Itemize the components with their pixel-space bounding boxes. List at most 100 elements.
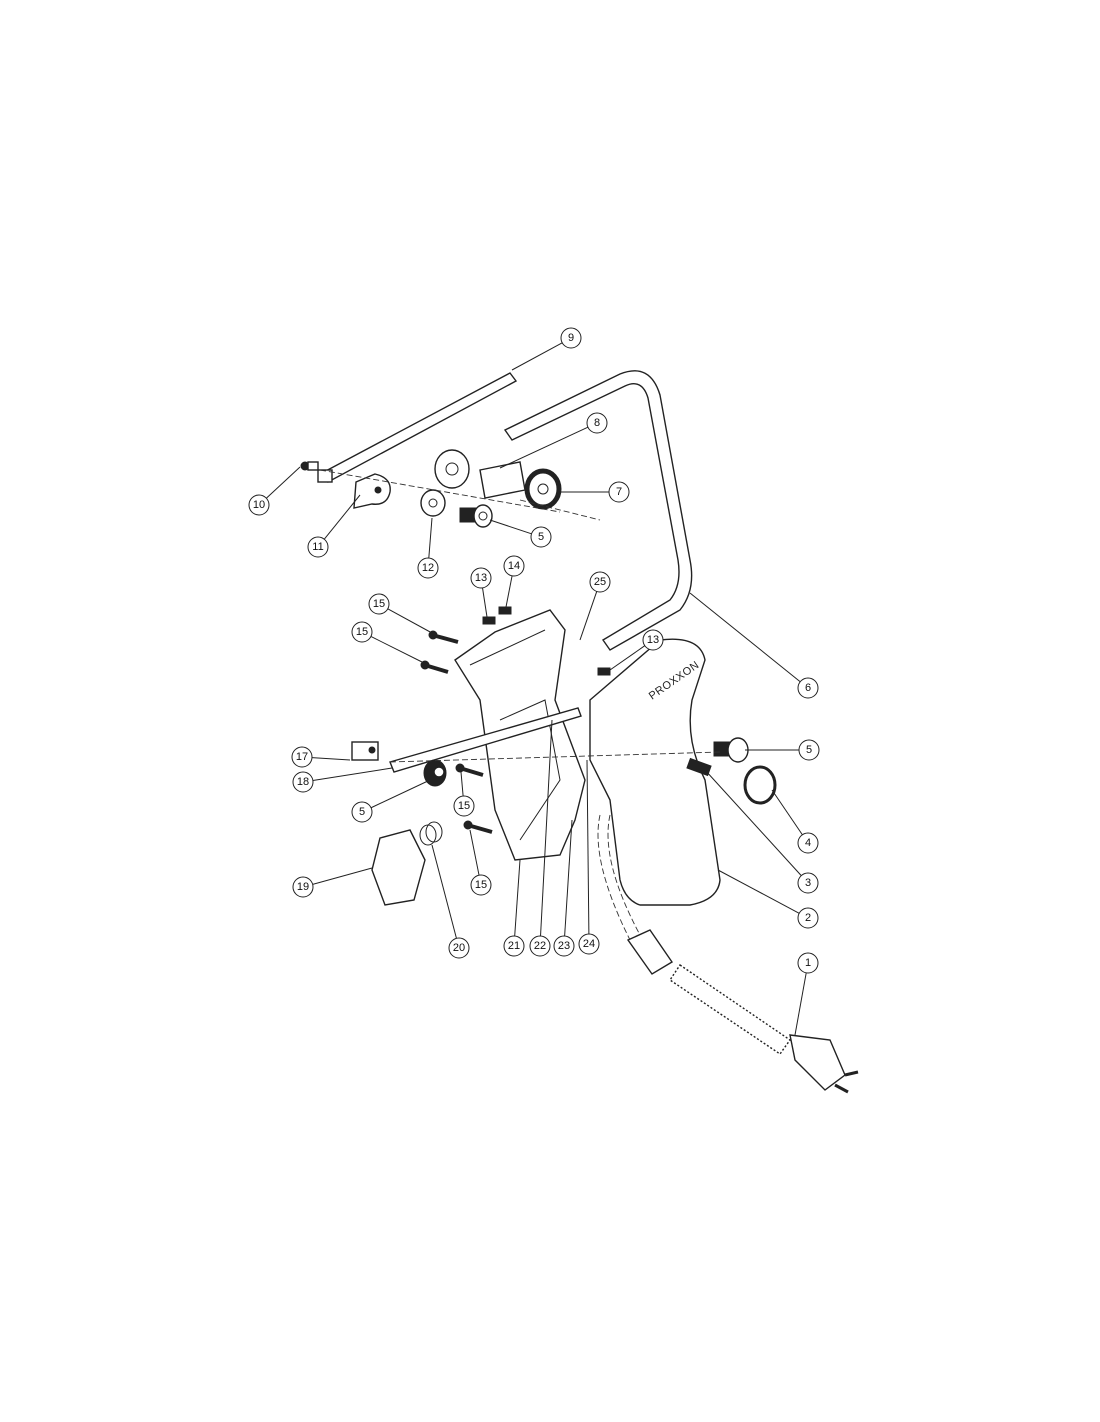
part-callout-17: 17	[291, 746, 313, 768]
knob-4-part	[743, 765, 777, 805]
parts-drawing: PROXXON	[300, 370, 859, 1094]
screw-15-d	[463, 820, 493, 834]
callout-circle	[589, 571, 611, 593]
callout-circle	[797, 952, 819, 974]
knob-5-left	[423, 759, 447, 787]
part-callout-6: 6	[797, 677, 819, 699]
part-callout-7: 7	[608, 481, 630, 503]
callout-circle	[503, 555, 525, 577]
callout-number: 5	[538, 531, 544, 543]
part-callout-15: 15	[470, 874, 492, 896]
callout-number: 15	[458, 800, 470, 812]
leader-line	[794, 972, 807, 1036]
leader-line	[265, 466, 301, 499]
leader-line	[704, 769, 802, 876]
screw-10	[300, 461, 319, 471]
leader-line	[579, 591, 598, 641]
callout-number: 23	[558, 940, 570, 952]
callout-circle	[291, 746, 313, 768]
callout-number: 21	[508, 940, 520, 952]
part-callout-18: 18	[292, 771, 314, 793]
callout-circle	[642, 629, 664, 651]
callout-number: 5	[359, 806, 365, 818]
part-callout-23: 23	[553, 935, 575, 957]
pin-3-part	[686, 757, 712, 777]
part-callout-10: 10	[248, 494, 270, 516]
callout-number: 13	[475, 572, 487, 584]
leader-line	[689, 592, 801, 683]
handle-part	[589, 638, 721, 906]
rod-part	[320, 372, 518, 483]
part-callout-12: 12	[417, 557, 439, 579]
callout-number: 19	[297, 881, 309, 893]
callout-number: 15	[356, 626, 368, 638]
rod-end-block	[317, 469, 333, 483]
knob-5-top	[459, 504, 493, 528]
part-callout-20: 20	[448, 937, 470, 959]
callout-circle	[797, 832, 819, 854]
callout-circle	[797, 872, 819, 894]
callout-circle	[368, 593, 390, 615]
callout-circle	[529, 935, 551, 957]
callout-circle	[292, 771, 314, 793]
part-callout-24: 24	[578, 933, 600, 955]
callout-number: 24	[583, 938, 595, 950]
strain-relief-part	[669, 964, 791, 1055]
part-callout-19: 19	[292, 876, 314, 898]
part-callout-21: 21	[503, 935, 525, 957]
leader-line	[540, 719, 553, 937]
callout-number: 5	[806, 744, 812, 756]
callout-number: 8	[594, 417, 600, 429]
part-callout-3: 3	[797, 872, 819, 894]
part-callout-1: 1	[797, 952, 819, 974]
callout-number: 18	[297, 776, 309, 788]
part-callout-5: 5	[351, 801, 373, 823]
callout-circle	[578, 933, 600, 955]
callout-number: 22	[534, 940, 546, 952]
callout-number: 14	[508, 560, 520, 572]
leader-line	[564, 819, 573, 937]
tube-frame-part	[503, 370, 693, 651]
callout-number: 7	[616, 486, 622, 498]
leader-line	[609, 645, 646, 671]
shaft-8-part	[479, 461, 526, 499]
callout-number: 15	[373, 598, 385, 610]
callout-number: 10	[253, 499, 265, 511]
callout-circle	[351, 621, 373, 643]
callout-circle	[608, 481, 630, 503]
callout-number: 1	[805, 957, 811, 969]
bushing-part	[434, 449, 470, 489]
part-callout-9: 9	[560, 327, 582, 349]
callout-circle	[503, 935, 525, 957]
leader-line	[482, 587, 488, 618]
leader-line	[514, 859, 521, 937]
leader-lines	[265, 342, 807, 1036]
callout-number: 25	[594, 576, 606, 588]
leader-line	[370, 779, 431, 809]
part-callout-25: 25	[589, 571, 611, 593]
callout-circle	[586, 412, 608, 434]
leader-line	[460, 771, 464, 797]
guide-rod-part	[389, 707, 582, 773]
callout-circle	[798, 739, 820, 761]
leader-line	[323, 494, 361, 540]
screw-15-c	[455, 763, 484, 777]
leader-line	[311, 757, 351, 761]
leader-line	[370, 636, 425, 664]
callout-number: 9	[568, 332, 574, 344]
callout-circle	[417, 557, 439, 579]
leader-line	[428, 517, 433, 559]
callout-circle	[797, 677, 819, 699]
leader-line	[717, 869, 800, 914]
callout-number: 3	[805, 877, 811, 889]
part-callout-2: 2	[797, 907, 819, 929]
callout-circle	[553, 935, 575, 957]
leader-line	[499, 426, 589, 469]
switch-19-part	[371, 829, 426, 906]
block-11-part	[353, 473, 391, 509]
callout-circle	[307, 536, 329, 558]
part-callout-15: 15	[368, 593, 390, 615]
leader-line	[771, 789, 803, 836]
callout-number: 6	[805, 682, 811, 694]
